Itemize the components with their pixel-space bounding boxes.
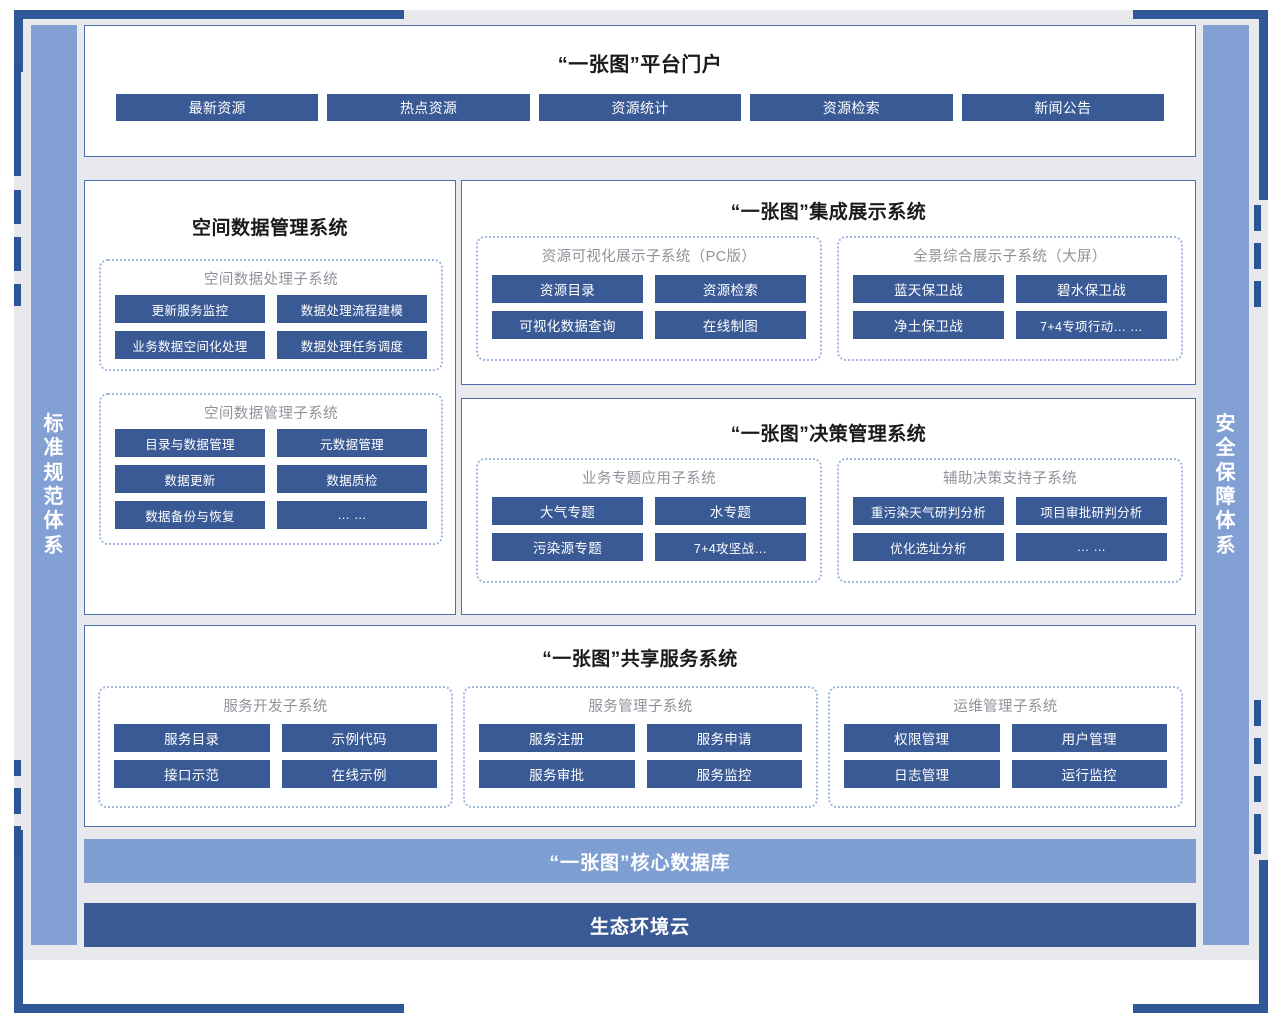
spatial-processing-item[interactable]: 更新服务监控 — [115, 295, 265, 323]
button-grid: 大气专题 水专题 污染源专题 7+4攻坚战… — [478, 497, 820, 561]
service-development-item[interactable]: 示例代码 — [281, 724, 437, 752]
subgroup-title: 资源可视化展示子系统（PC版） — [541, 249, 757, 265]
right-side-label-text: 安全保障体系 — [1215, 412, 1237, 557]
service-management-item[interactable]: 服务申请 — [646, 724, 802, 752]
subgroup-title: 辅助决策支持子系统 — [942, 471, 1078, 487]
subgroup-title: 空间数据管理子系统 — [203, 406, 339, 422]
core-database-bar: “一张图”核心数据库 — [84, 839, 1196, 883]
spatial-title: 空间数据管理系统 — [191, 218, 348, 239]
button-grid: 更新服务监控 数据处理流程建模 业务数据空间化处理 数据处理任务调度 — [101, 295, 441, 359]
integrated-display-panel: “一张图”集成展示系统 资源可视化展示子系统（PC版） 资源目录 资源检索 可视… — [461, 180, 1196, 385]
spatial-management-item[interactable]: 数据备份与恢复 — [115, 501, 265, 529]
service-development-subsystem: 服务开发子系统 服务目录 示例代码 接口示范 在线示例 — [98, 686, 453, 808]
right-side-label: 安全保障体系 — [1203, 25, 1249, 945]
subgroup-title: 业务专题应用子系统 — [581, 471, 717, 487]
button-grid: 资源目录 资源检索 可视化数据查询 在线制图 — [478, 275, 820, 339]
service-management-item[interactable]: 服务审批 — [479, 760, 635, 788]
spatial-management-item[interactable]: 数据更新 — [115, 465, 265, 493]
subgroup-title: 空间数据处理子系统 — [203, 272, 339, 288]
service-management-item[interactable]: 服务监控 — [646, 760, 802, 788]
integrated-title: “一张图”集成展示系统 — [730, 202, 927, 223]
button-grid: 服务目录 示例代码 接口示范 在线示例 — [100, 724, 451, 788]
decision-support-item[interactable]: … … — [1016, 533, 1167, 561]
operations-management-item[interactable]: 权限管理 — [844, 724, 1000, 752]
spatial-processing-item[interactable]: 数据处理流程建模 — [277, 295, 427, 323]
eco-environment-cloud-bar: 生态环境云 — [84, 903, 1196, 947]
panoramic-display-item[interactable]: 7+4专项行动… … — [1016, 311, 1167, 339]
resource-visualization-subsystem: 资源可视化展示子系统（PC版） 资源目录 资源检索 可视化数据查询 在线制图 — [476, 236, 822, 361]
diagram-stage: “一张图”平台门户 最新资源 热点资源 资源统计 资源检索 新闻公告 空间数据管… — [84, 25, 1196, 947]
shared-service-panel: “一张图”共享服务系统 服务开发子系统 服务目录 示例代码 接口示范 在线示例 … — [84, 625, 1196, 827]
portal-nav-item[interactable]: 热点资源 — [327, 94, 530, 121]
decision-management-panel: “一张图”决策管理系统 业务专题应用子系统 大气专题 水专题 污染源专题 7+4… — [461, 398, 1196, 615]
resource-visualization-item[interactable]: 资源目录 — [492, 275, 643, 303]
resource-visualization-item[interactable]: 资源检索 — [655, 275, 806, 303]
panoramic-display-item[interactable]: 碧水保卫战 — [1016, 275, 1167, 303]
panoramic-display-item[interactable]: 蓝天保卫战 — [853, 275, 1004, 303]
subgroup-title: 服务管理子系统 — [588, 699, 693, 715]
portal-nav-item[interactable]: 资源检索 — [750, 94, 953, 121]
panoramic-display-subsystem: 全景综合展示子系统（大屏） 蓝天保卫战 碧水保卫战 净土保卫战 7+4专项行动…… — [837, 236, 1183, 361]
decision-support-item[interactable]: 重污染天气研判分析 — [853, 497, 1004, 525]
decision-support-item[interactable]: 项目审批研判分析 — [1016, 497, 1167, 525]
spatial-management-item[interactable]: 数据质检 — [277, 465, 427, 493]
shared-title: “一张图”共享服务系统 — [542, 649, 738, 670]
operations-management-subsystem: 运维管理子系统 权限管理 用户管理 日志管理 运行监控 — [828, 686, 1183, 808]
resource-visualization-item[interactable]: 可视化数据查询 — [492, 311, 643, 339]
operations-management-item[interactable]: 用户管理 — [1011, 724, 1167, 752]
spatial-management-item[interactable]: … … — [277, 501, 427, 529]
decision-support-subsystem: 辅助决策支持子系统 重污染天气研判分析 项目审批研判分析 优化选址分析 … … — [837, 458, 1183, 583]
portal-nav-item[interactable]: 资源统计 — [538, 94, 742, 121]
portal-nav-item[interactable]: 最新资源 — [116, 94, 319, 121]
spatial-management-item[interactable]: 目录与数据管理 — [115, 429, 265, 457]
spatial-processing-item[interactable]: 业务数据空间化处理 — [115, 331, 265, 359]
operations-management-item[interactable]: 日志管理 — [844, 760, 1000, 788]
service-development-item[interactable]: 服务目录 — [114, 724, 270, 752]
portal-nav: 最新资源 热点资源 资源统计 资源检索 新闻公告 — [85, 94, 1195, 121]
service-management-item[interactable]: 服务注册 — [479, 724, 635, 752]
portal-panel: “一张图”平台门户 最新资源 热点资源 资源统计 资源检索 新闻公告 — [84, 25, 1196, 157]
spatial-data-management-panel: 空间数据管理系统 空间数据处理子系统 更新服务监控 数据处理流程建模 业务数据空… — [84, 180, 456, 615]
spatial-management-subsystem: 空间数据管理子系统 目录与数据管理 元数据管理 数据更新 数据质检 数据备份与恢… — [99, 393, 443, 545]
service-development-item[interactable]: 在线示例 — [281, 760, 437, 788]
business-topic-subsystem: 业务专题应用子系统 大气专题 水专题 污染源专题 7+4攻坚战… — [476, 458, 822, 583]
button-grid: 服务注册 服务申请 服务审批 服务监控 — [465, 724, 816, 788]
business-topic-item[interactable]: 水专题 — [655, 497, 806, 525]
portal-nav-item[interactable]: 新闻公告 — [961, 94, 1164, 121]
subgroup-title: 服务开发子系统 — [223, 699, 328, 715]
spatial-management-item[interactable]: 元数据管理 — [277, 429, 427, 457]
service-management-subsystem: 服务管理子系统 服务注册 服务申请 服务审批 服务监控 — [463, 686, 818, 808]
subgroup-title: 运维管理子系统 — [953, 699, 1058, 715]
button-grid: 权限管理 用户管理 日志管理 运行监控 — [830, 724, 1181, 788]
decision-support-item[interactable]: 优化选址分析 — [853, 533, 1004, 561]
operations-management-item[interactable]: 运行监控 — [1011, 760, 1167, 788]
button-grid: 目录与数据管理 元数据管理 数据更新 数据质检 数据备份与恢复 … … — [101, 429, 441, 529]
button-grid: 蓝天保卫战 碧水保卫战 净土保卫战 7+4专项行动… … — [839, 275, 1181, 339]
left-side-label: 标准规范体系 — [31, 25, 77, 945]
button-grid: 重污染天气研判分析 项目审批研判分析 优化选址分析 … … — [839, 497, 1181, 561]
portal-title: “一张图”平台门户 — [557, 54, 723, 76]
panoramic-display-item[interactable]: 净土保卫战 — [853, 311, 1004, 339]
decision-title: “一张图”决策管理系统 — [730, 424, 927, 445]
left-side-label-text: 标准规范体系 — [43, 412, 65, 557]
spatial-processing-item[interactable]: 数据处理任务调度 — [277, 331, 427, 359]
business-topic-item[interactable]: 7+4攻坚战… — [655, 533, 806, 561]
business-topic-item[interactable]: 大气专题 — [492, 497, 643, 525]
subgroup-title: 全景综合展示子系统（大屏） — [913, 249, 1107, 265]
spatial-processing-subsystem: 空间数据处理子系统 更新服务监控 数据处理流程建模 业务数据空间化处理 数据处理… — [99, 259, 443, 371]
service-development-item[interactable]: 接口示范 — [114, 760, 270, 788]
business-topic-item[interactable]: 污染源专题 — [492, 533, 643, 561]
resource-visualization-item[interactable]: 在线制图 — [655, 311, 806, 339]
